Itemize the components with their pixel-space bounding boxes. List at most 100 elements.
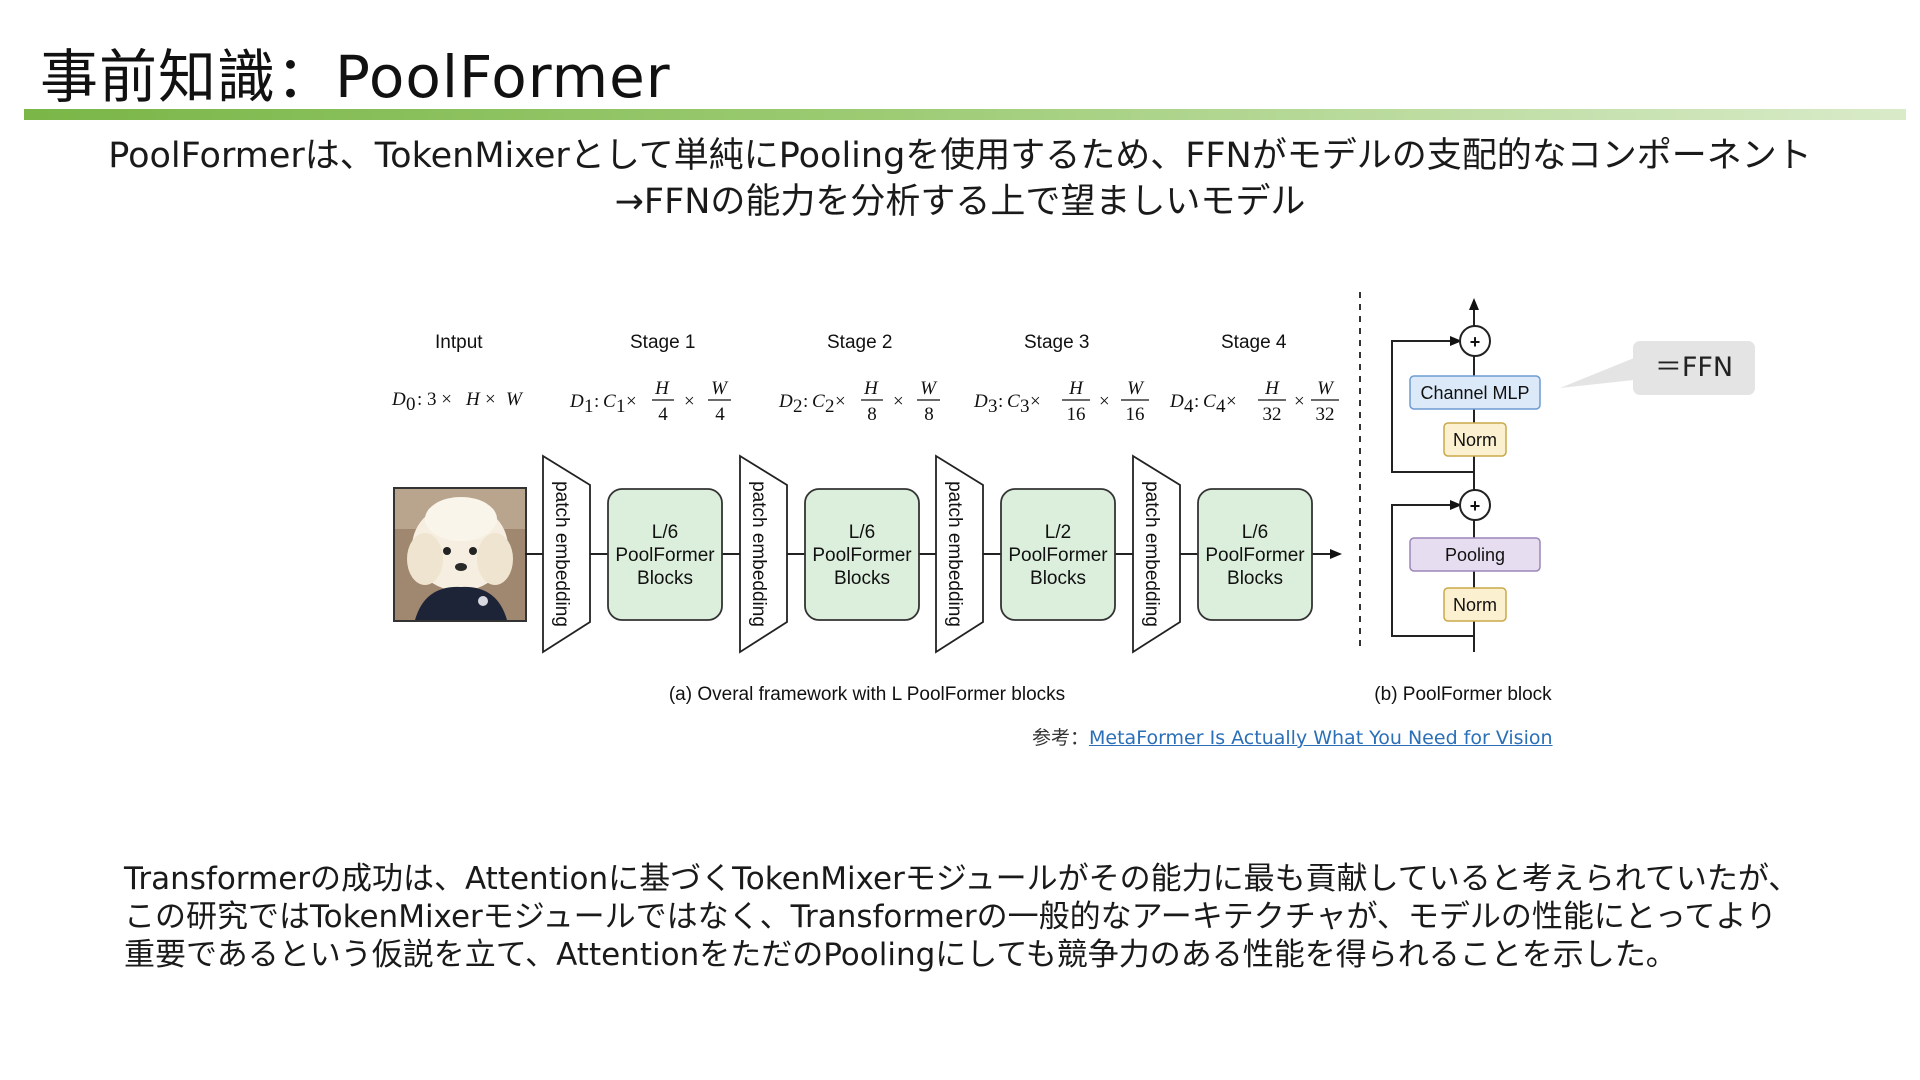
- stage-1-block-unit: Blocks: [637, 568, 693, 589]
- svg-text:×: ×: [626, 391, 637, 412]
- lower-add-symbol: +: [1470, 496, 1481, 516]
- svg-text:3: 3: [1020, 396, 1030, 417]
- body-line-1: Transformerの成功は、Attentionに基づくTokenMixerモ…: [124, 861, 1800, 897]
- body-paragraph: Transformerの成功は、Attentionに基づくTokenMixerモ…: [124, 860, 1844, 974]
- svg-text:16: 16: [1067, 404, 1086, 425]
- svg-text:C: C: [1203, 391, 1216, 412]
- stage-3-block-unit: Blocks: [1030, 568, 1086, 589]
- svg-text:×: ×: [485, 389, 496, 410]
- svg-text:2: 2: [793, 396, 803, 417]
- svg-text::: :: [803, 391, 808, 412]
- lower-skip-connection: [1391, 500, 1474, 637]
- caption-b: (b) PoolFormer block: [1374, 684, 1552, 705]
- svg-text:W: W: [711, 378, 729, 399]
- page-title: 事前知識：PoolFormer: [40, 43, 671, 111]
- svg-text:×: ×: [1099, 391, 1110, 412]
- svg-text:32: 32: [1316, 404, 1335, 425]
- svg-text:4: 4: [658, 404, 668, 425]
- upper-skip-connection: [1391, 336, 1474, 473]
- stage-3-block: L/2 PoolFormer Blocks: [1000, 488, 1116, 621]
- svg-text:H: H: [654, 378, 670, 399]
- stage-1-block: L/6 PoolFormer Blocks: [607, 488, 723, 621]
- pooling-label: Pooling: [1445, 545, 1505, 565]
- svg-text:16: 16: [1126, 404, 1145, 425]
- stage-3-block-count: L/2: [1045, 522, 1071, 543]
- lower-add-icon: [1459, 489, 1491, 521]
- svg-text::: :: [998, 391, 1003, 412]
- svg-text:3: 3: [988, 396, 998, 417]
- upper-add-icon: [1459, 325, 1491, 357]
- ffn-callout: ＝FFN: [1633, 341, 1755, 395]
- svg-text:H: H: [863, 378, 879, 399]
- stage-4-block: L/6 PoolFormer Blocks: [1197, 488, 1313, 621]
- svg-text:×: ×: [893, 391, 904, 412]
- stage-2-block: L/6 PoolFormer Blocks: [804, 488, 920, 621]
- patch-embedding-1: patch embedding: [542, 454, 591, 654]
- norm-lower-box: [1443, 587, 1507, 622]
- svg-text:H: H: [465, 389, 481, 410]
- input-dog-photo: [393, 487, 527, 622]
- patch-embedding-4: patch embedding: [1132, 454, 1181, 654]
- subtitle-line-2: →FFNの能力を分析する上で望ましいモデル: [614, 182, 1306, 222]
- svg-text:1: 1: [616, 396, 626, 417]
- stage-2-block-unit: Blocks: [834, 568, 890, 589]
- header-stage-2: Stage 2: [827, 332, 893, 353]
- stage-2-block-name: PoolFormer: [812, 545, 912, 566]
- pooling-box: [1409, 537, 1541, 572]
- upper-add-symbol: +: [1470, 332, 1481, 352]
- caption-a: (a) Overal framework with L PoolFormer b…: [669, 684, 1065, 705]
- svg-text:×: ×: [1030, 391, 1041, 412]
- reference-link[interactable]: MetaFormer Is Actually What You Need for…: [1089, 727, 1553, 749]
- svg-text:4: 4: [1216, 396, 1226, 417]
- title-underline-bar: [24, 109, 1906, 120]
- svg-text:8: 8: [867, 404, 877, 425]
- svg-text:C: C: [812, 391, 825, 412]
- poolformer-block-detail: Norm Pooling + Norm Channel MLP +: [1391, 298, 1541, 652]
- header-stage-1: Stage 1: [630, 332, 696, 353]
- reference-line: 参考：MetaFormer Is Actually What You Need …: [1032, 723, 1553, 750]
- patch-embedding-label-4: patch embedding: [1141, 481, 1162, 627]
- svg-text:×: ×: [1294, 391, 1305, 412]
- svg-text:×: ×: [684, 391, 695, 412]
- norm-upper-label: Norm: [1453, 430, 1497, 450]
- stage-3-block-name: PoolFormer: [1008, 545, 1108, 566]
- channel-mlp-box: [1409, 375, 1541, 410]
- svg-text:C: C: [603, 391, 616, 412]
- svg-text:D: D: [973, 391, 988, 412]
- stage-2-block-count: L/6: [849, 522, 875, 543]
- dog-image-icon: [395, 489, 525, 620]
- svg-text:4: 4: [715, 404, 725, 425]
- patch-embedding-2: patch embedding: [739, 454, 788, 654]
- patch-embedding-3: patch embedding: [935, 454, 984, 654]
- svg-text:D: D: [778, 391, 793, 412]
- svg-text:W: W: [506, 389, 524, 410]
- reference-prefix: 参考：: [1032, 727, 1090, 749]
- svg-text:4: 4: [1184, 396, 1194, 417]
- svg-text:8: 8: [924, 404, 934, 425]
- svg-text:W: W: [1127, 378, 1145, 399]
- channel-mlp-label: Channel MLP: [1420, 383, 1529, 403]
- header-input: Intput: [435, 332, 483, 353]
- stage-1-block-count: L/6: [652, 522, 678, 543]
- patch-embedding-label-2: patch embedding: [748, 481, 769, 627]
- svg-text:C: C: [1007, 391, 1020, 412]
- svg-text:D: D: [1169, 391, 1184, 412]
- svg-text:×: ×: [1226, 391, 1237, 412]
- svg-text:W: W: [920, 378, 938, 399]
- ffn-bubble-tail: [1560, 358, 1634, 388]
- patch-embedding-label-1: patch embedding: [551, 481, 572, 627]
- body-line-2: この研究ではTokenMixerモジュールではなく、Transformerの一般…: [124, 899, 1777, 935]
- svg-text:D: D: [569, 391, 584, 412]
- subtitle: PoolFormerは、TokenMixerとして単純にPoolingを使用する…: [60, 133, 1860, 225]
- dim-input: D 0 : 3 × H × W: [391, 389, 524, 415]
- stage-4-block-count: L/6: [1242, 522, 1268, 543]
- header-stage-3: Stage 3: [1024, 332, 1090, 353]
- subtitle-line-1: PoolFormerは、TokenMixerとして単純にPoolingを使用する…: [108, 136, 1812, 176]
- svg-text:32: 32: [1263, 404, 1282, 425]
- svg-text::: :: [1194, 391, 1199, 412]
- stage-4-block-unit: Blocks: [1227, 568, 1283, 589]
- svg-text::: :: [594, 391, 599, 412]
